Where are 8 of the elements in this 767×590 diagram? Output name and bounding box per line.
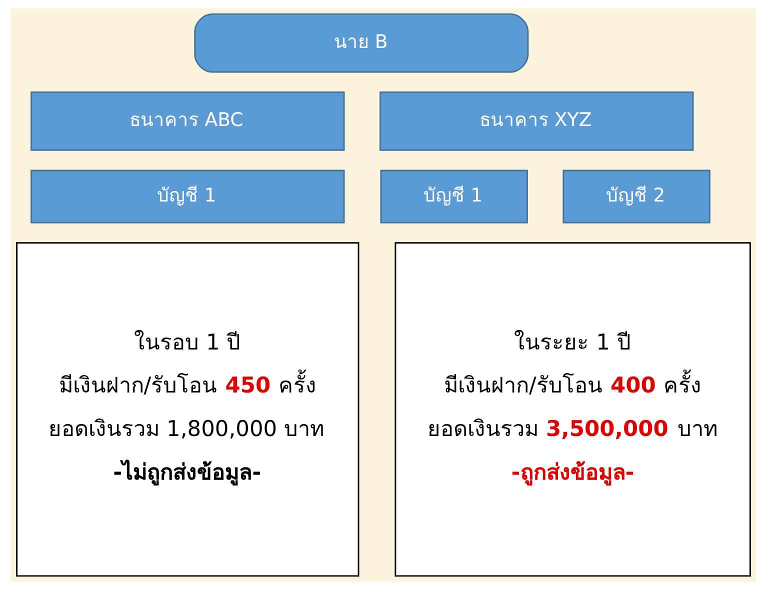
node-box: ในรอบ 1 ปี มีเงินฝาก/รับโอน 450 ครั้ง ยอดเงินรวม 1,800,000 บาท -ไม่ถูกส่งข้อมูล- bbox=[16, 242, 360, 577]
node-box: บัญชี 1 bbox=[380, 170, 528, 224]
node-box: บัญชี 2 bbox=[562, 170, 710, 224]
node-box: นาย B bbox=[194, 13, 529, 73]
node-box: ธนาคาร ABC bbox=[30, 92, 345, 151]
node-box: ในระยะ 1 ปี มีเงินฝาก/รับโอน 400 ครั้ง ยอดเงินรวม 3,500,000 บาท -ถูกส่งข้อมูล- bbox=[394, 242, 751, 577]
node-box: ธนาคาร XYZ bbox=[380, 92, 694, 151]
node-box: บัญชี 1 bbox=[30, 170, 345, 224]
